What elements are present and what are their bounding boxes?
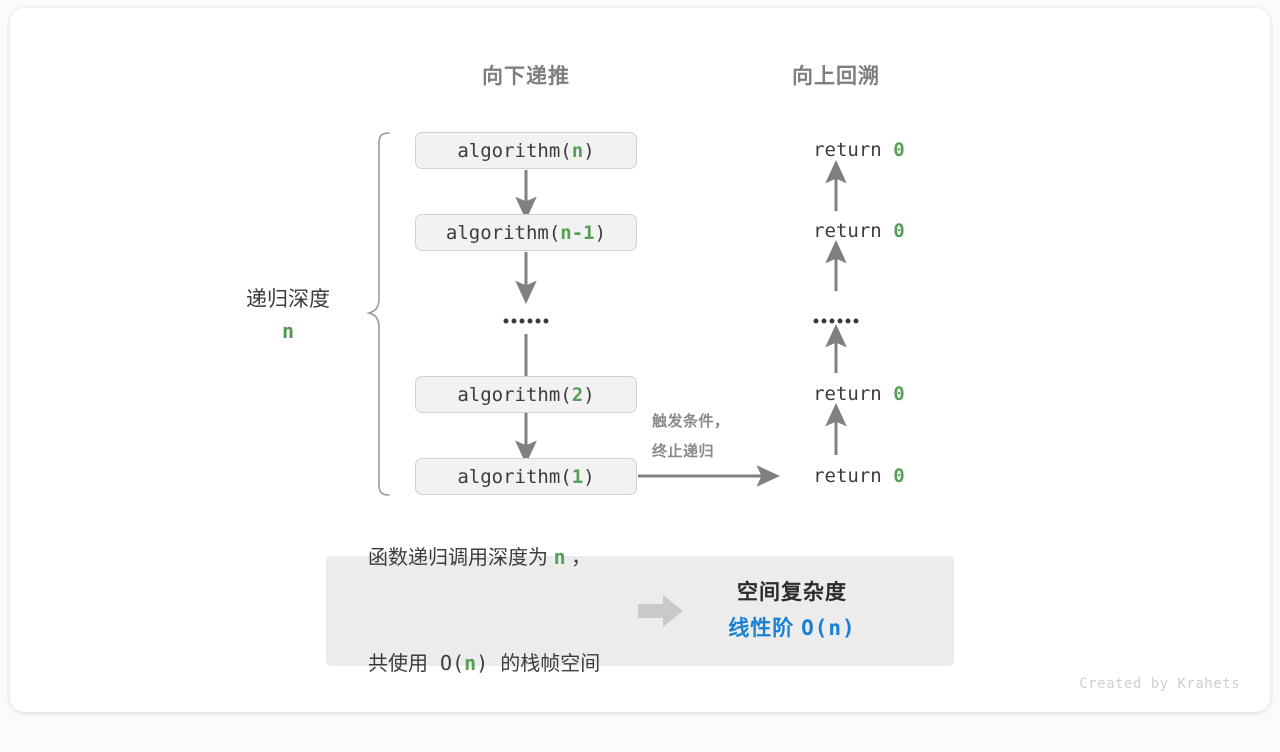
return-value: 0 [893, 465, 905, 487]
summary-line2-text-a: 共使用 O( [368, 651, 465, 675]
diagram-stage: 向下递推 向上回溯 [246, 65, 1240, 692]
call-box-n-1: algorithm(n-1) [415, 214, 637, 251]
summary-line1-text-a: 函数递归调用深度为 [368, 547, 554, 569]
call-box-prefix: algorithm( [445, 221, 561, 244]
summary-result-value: 线性阶 O(n) [728, 611, 855, 647]
return-keyword: return [813, 383, 894, 405]
credit-text: Created by Krahets [1079, 676, 1240, 692]
call-box-arg: n [571, 139, 584, 162]
base-case-note-line1: 触发条件， [652, 413, 730, 430]
summary-panel: 函数递归调用深度为 n ， 共使用 O(n) 的栈帧空间 空间复杂度 线性阶 O… [326, 545, 954, 675]
summary-line-1: 函数递归调用深度为 n ， [368, 540, 600, 576]
call-box-arg: 1 [571, 465, 584, 488]
heading-downward-recursion: 向下递推 [482, 65, 570, 88]
return-value: 0 [893, 220, 905, 242]
call-box-arg: 2 [571, 383, 584, 406]
recursion-depth-value: n [281, 319, 295, 343]
return-label-3: return 0 [767, 361, 905, 427]
return-label-2: return 0 [767, 198, 905, 264]
summary-result: 空间复杂度 线性阶 O(n) [728, 576, 855, 646]
return-label-4: return 0 [767, 443, 905, 509]
return-keyword: return [813, 139, 894, 161]
return-label-1: return 0 [767, 117, 905, 183]
summary-line1-n: n [553, 545, 566, 569]
summary-description: 函数递归调用深度为 n ， 共使用 O(n) 的栈帧空间 [368, 470, 600, 752]
call-box-suffix: ) [583, 383, 595, 406]
call-box-suffix: ) [583, 139, 595, 162]
summary-line2-text-b: ) 的栈帧空间 [476, 651, 601, 675]
summary-line2-n: n [464, 651, 477, 675]
summary-result-value-text: 线性阶 [728, 616, 802, 640]
call-box-1: algorithm(1) [415, 458, 637, 495]
heading-upward-backtrack: 向上回溯 [792, 65, 880, 88]
base-case-note-line2: 终止递归 [652, 443, 715, 460]
call-stack-ellipsis [503, 318, 549, 324]
call-box-suffix: ) [583, 465, 595, 488]
summary-result-title: 空间复杂度 [736, 580, 847, 604]
call-box-n: algorithm(n) [415, 132, 637, 169]
return-value: 0 [893, 139, 905, 161]
summary-result-value-notation: O(n) [801, 615, 856, 640]
implies-arrow-icon [638, 595, 684, 627]
call-box-prefix: algorithm( [457, 465, 572, 488]
call-box-prefix: algorithm( [457, 139, 572, 162]
return-keyword: return [813, 465, 894, 487]
call-box-arg: n-1 [560, 221, 595, 244]
depth-brace [366, 132, 390, 496]
call-box-suffix: ) [594, 221, 607, 244]
recursion-depth-label: 递归深度 [246, 288, 330, 311]
call-box-prefix: algorithm( [457, 383, 572, 406]
call-box-2: algorithm(2) [415, 376, 637, 413]
summary-line-2: 共使用 O(n) 的栈帧空间 [368, 646, 600, 682]
return-value: 0 [893, 383, 905, 405]
return-keyword: return [813, 220, 894, 242]
return-ellipsis [813, 318, 859, 324]
summary-line1-text-b: ， [565, 547, 592, 569]
